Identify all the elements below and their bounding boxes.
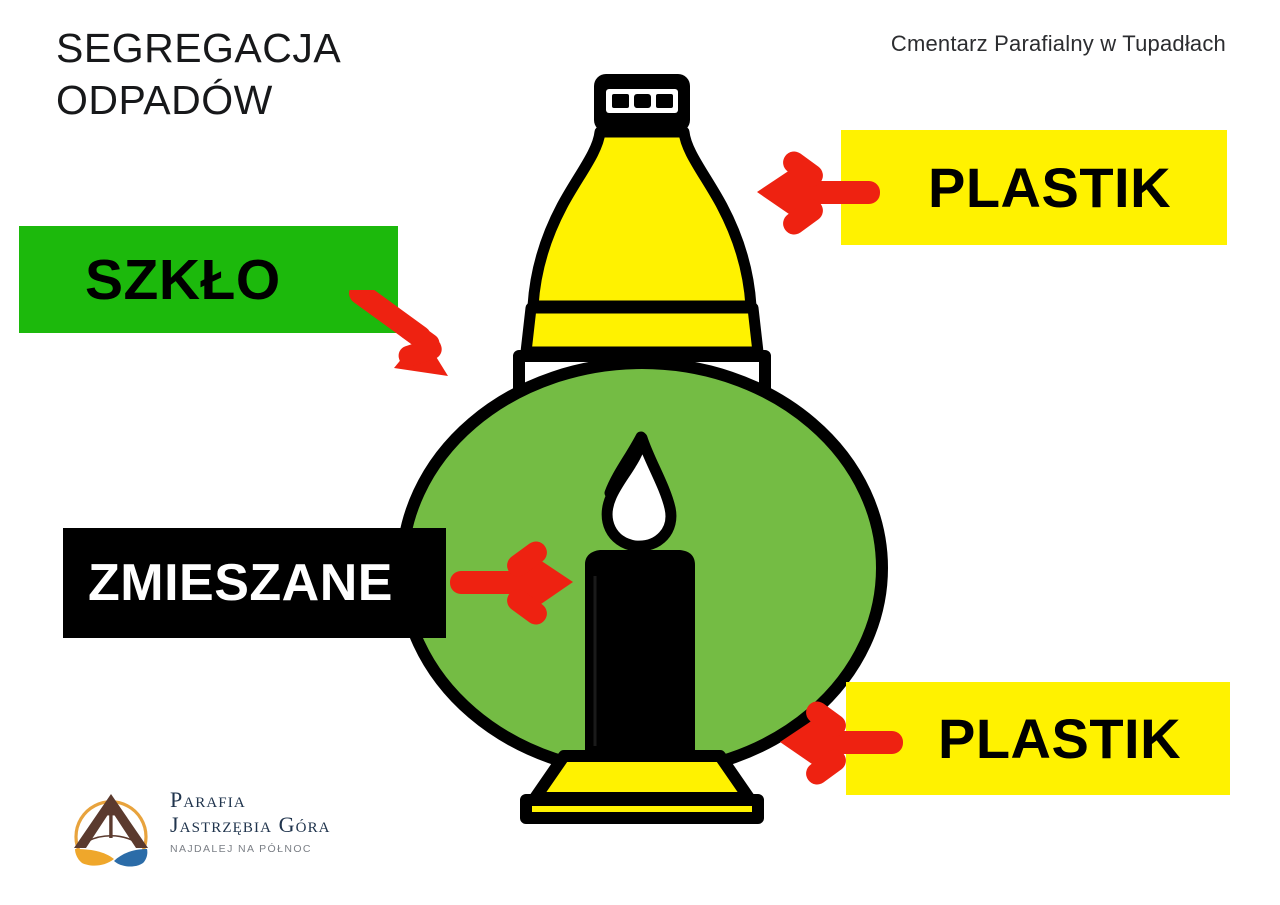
parish-name-line-2: Jastrzębia Góra xyxy=(170,811,331,837)
lantern-base xyxy=(520,750,764,824)
parish-emblem-icon xyxy=(74,793,148,867)
candle xyxy=(585,550,695,768)
parish-logo: Parafia Jastrzębia Góra NAJDALEJ NA PÓŁN… xyxy=(64,768,364,873)
parish-wordmark: Parafia Jastrzębia Góra NAJDALEJ NA PÓŁN… xyxy=(170,787,331,855)
label-szklo[interactable]: SZKŁO xyxy=(19,226,398,333)
arrow-plastik-bottom-icon xyxy=(780,701,903,785)
lantern-dome xyxy=(527,126,757,312)
label-plastik-top[interactable]: PLASTIK xyxy=(841,130,1227,245)
label-zmieszane-text: ZMIESZANE xyxy=(88,554,393,612)
arrow-szklo-icon xyxy=(349,290,448,376)
lantern-top-cap-icon xyxy=(594,74,690,132)
cap-vent-2 xyxy=(634,94,651,108)
label-szklo-text: SZKŁO xyxy=(85,247,281,312)
candle-flame-icon xyxy=(601,431,677,552)
cap-vent-3 xyxy=(656,94,673,108)
label-plastik-bottom[interactable]: PLASTIK xyxy=(846,682,1230,795)
parish-name-line-1: Parafia xyxy=(170,786,246,812)
label-plastik-bottom-text: PLASTIK xyxy=(938,707,1182,770)
parish-tagline: NAJDALEJ NA PÓŁNOC xyxy=(170,842,312,855)
lantern-dome-band xyxy=(520,302,764,358)
label-zmieszane[interactable]: ZMIESZANE xyxy=(63,528,446,638)
label-plastik-top-text: PLASTIK xyxy=(928,156,1172,219)
page-title: SEGREGACJA ODPADÓW xyxy=(56,25,342,123)
cap-vent-1 xyxy=(612,94,629,108)
grave-lantern-illustration xyxy=(396,74,888,824)
cemetery-name-label: Cmentarz Parafialny w Tupadłach xyxy=(890,31,1226,56)
arrow-plastik-top-icon xyxy=(757,151,880,235)
arrow-zmieszane-icon xyxy=(450,541,573,625)
